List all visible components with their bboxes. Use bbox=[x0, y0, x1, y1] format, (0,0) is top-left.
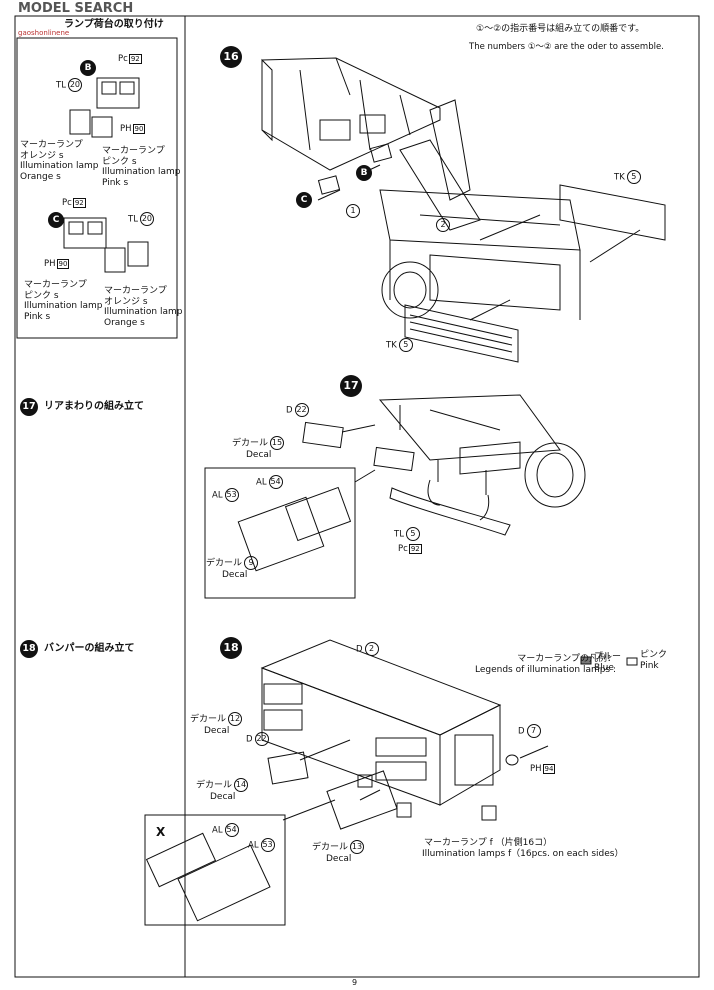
step-18-number: 18 bbox=[220, 637, 242, 659]
step-18-title: バンパーの組み立て bbox=[44, 643, 135, 654]
page-number: 9 bbox=[352, 978, 358, 987]
step-18-legend: マーカーランプの凡例： Legends of illumination lamp… bbox=[475, 654, 617, 675]
step-18-legend-pink: ピンク Pink bbox=[640, 650, 668, 671]
watermark-sub: gaoshonlinene bbox=[18, 29, 70, 37]
watermark-logo: MODEL SEARCH bbox=[18, 1, 134, 16]
step-17-heading-number: 17 bbox=[20, 398, 38, 416]
legend-blue-swatch bbox=[580, 656, 592, 665]
lamp-housing-drawings bbox=[63, 77, 149, 273]
sub-c-pink-label: マーカーランプ ピンク s Illumination lamp Pink s bbox=[24, 280, 103, 322]
legend-pink-swatch bbox=[626, 657, 638, 666]
step-18-legend-blue: ブルー Blue bbox=[594, 652, 622, 673]
sub-b-letter: B bbox=[80, 60, 96, 76]
bumper-illustration bbox=[144, 639, 549, 926]
step-16-order-2: 2 bbox=[434, 218, 450, 232]
step-16-number: 16 bbox=[220, 46, 242, 68]
step-18-x-mark: X bbox=[156, 825, 166, 839]
step-17-number: 17 bbox=[340, 375, 362, 397]
sub-c-orange-label: マーカーランプ オレンジ s Illumination lamp Orange … bbox=[104, 286, 183, 328]
rear-assembly-illustration bbox=[204, 394, 586, 599]
dump-truck-illustration bbox=[261, 57, 666, 363]
sub-b-pink-label: マーカーランプ ピンク s Illumination lamp Pink s bbox=[102, 146, 181, 188]
order-note-en: The numbers ①～② are the oder to assemble… bbox=[469, 42, 664, 52]
top-left-heading: ランプ荷台の取り付け bbox=[64, 19, 164, 30]
step-17-title: リアまわりの組み立て bbox=[44, 401, 144, 412]
step-16-c-marker: C bbox=[296, 192, 312, 208]
sub-c-letter: C bbox=[48, 212, 64, 228]
order-note-jp: ①～②の指示番号は組み立ての順番です。 bbox=[476, 24, 645, 34]
step-16-order-1: 1 bbox=[344, 204, 360, 218]
step-16-b-marker: B bbox=[356, 165, 372, 181]
step-18-heading-number: 18 bbox=[20, 640, 38, 658]
sub-b-orange-label: マーカーランプ オレンジ s Illumination lamp Orange … bbox=[20, 140, 99, 182]
step-18-lamp-f: マーカーランプ f （片側16コ） Illumination lamps f（1… bbox=[422, 838, 624, 859]
